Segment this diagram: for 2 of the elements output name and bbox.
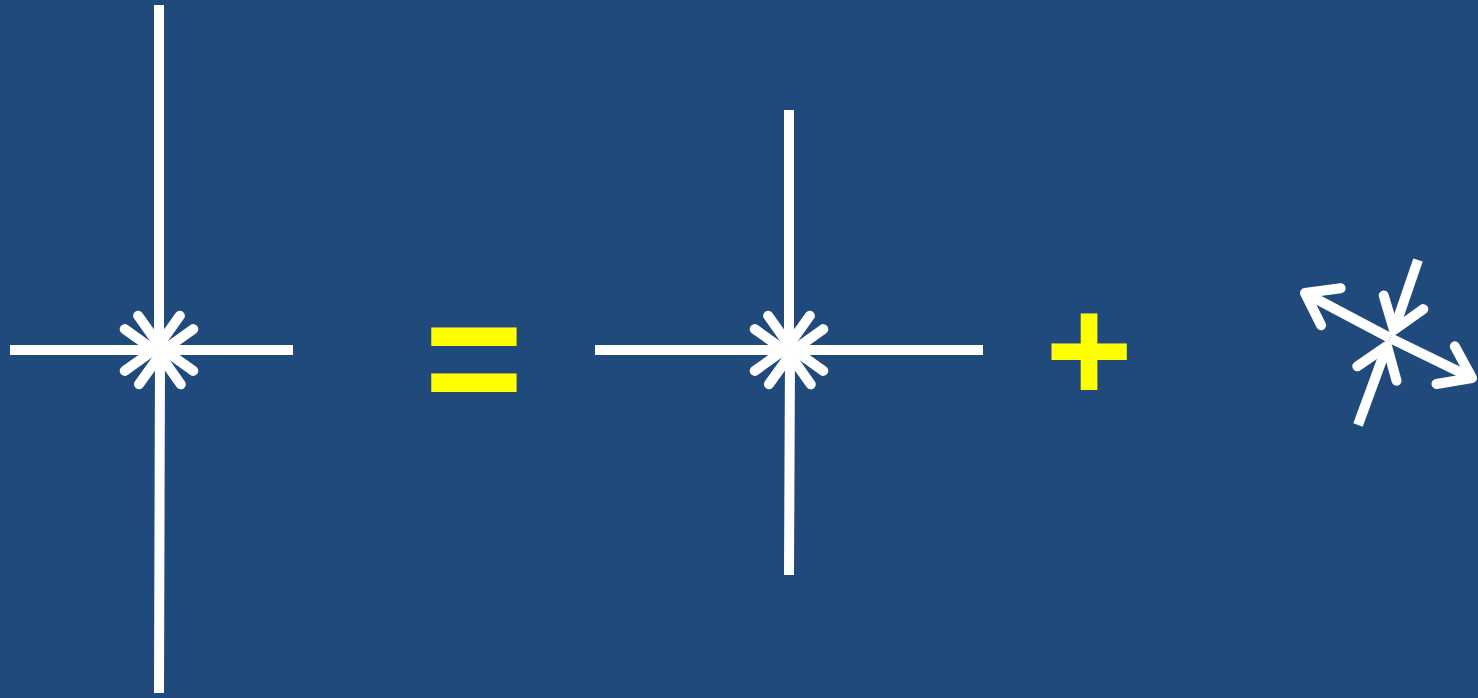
operator-symbol: =	[424, 272, 524, 442]
operator-symbol: +	[1045, 275, 1133, 425]
